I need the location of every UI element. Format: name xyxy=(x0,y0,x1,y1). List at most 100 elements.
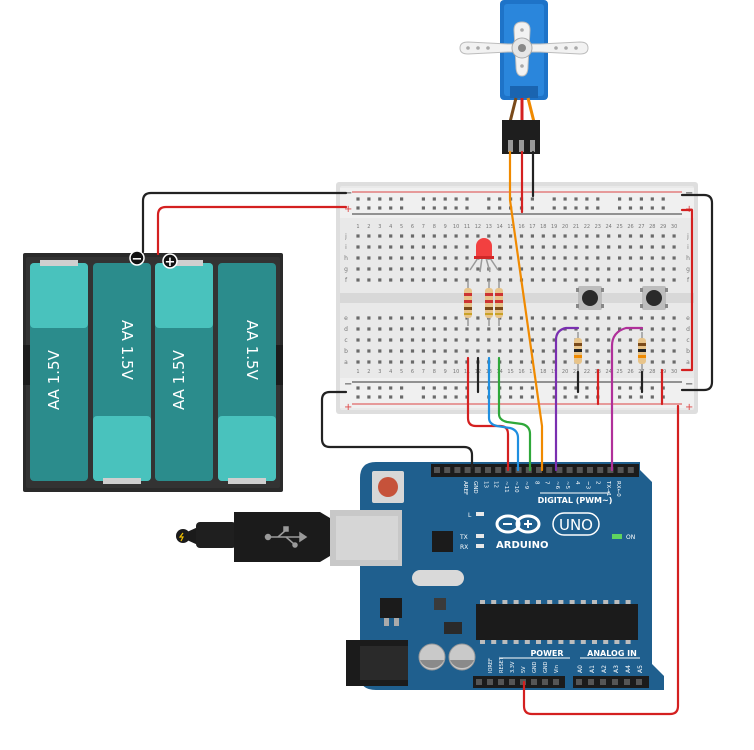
wire-battery-plus[interactable] xyxy=(156,205,348,256)
column-number: 6 xyxy=(411,369,414,375)
servo-horn[interactable] xyxy=(459,21,589,77)
battery-minus-terminal[interactable] xyxy=(129,250,145,266)
row-letter: h xyxy=(686,255,690,262)
battery-cell-4: AA 1.5V xyxy=(218,263,276,484)
breadboard-bottom-rail xyxy=(340,378,694,408)
rail-minus-bl: − xyxy=(344,379,352,390)
column-number: 26 xyxy=(627,369,633,375)
wire-rail-right-gnd[interactable] xyxy=(680,193,714,392)
column-number: 19 xyxy=(551,369,557,375)
pushbutton-2-cap[interactable] xyxy=(646,290,662,306)
resistor-led-2[interactable] xyxy=(485,280,493,326)
digital-pin-label: 2 xyxy=(595,481,601,485)
rgb-led[interactable] xyxy=(469,238,499,273)
battery-plus-terminal[interactable] xyxy=(162,253,178,269)
digital-pin-label: 4 xyxy=(574,481,580,485)
battery-cell-3: AA 1.5V xyxy=(155,260,213,481)
digital-pin-label: ~6 xyxy=(554,481,560,490)
rail-minus-tl: − xyxy=(344,188,352,199)
servo-motor[interactable] xyxy=(459,0,589,154)
column-number: 24 xyxy=(606,224,612,230)
power-pin-label: GND xyxy=(543,661,549,673)
reset-button[interactable] xyxy=(378,477,398,497)
wires[interactable] xyxy=(141,150,714,716)
wire-arduino-gnd[interactable] xyxy=(320,390,474,470)
column-number: 18 xyxy=(540,369,546,375)
column-number: 29 xyxy=(660,224,666,230)
battery-cell-2-label: AA 1.5V xyxy=(118,320,136,381)
wire-arduino-5v[interactable] xyxy=(522,404,680,716)
wire-rail-right-pwr[interactable] xyxy=(680,208,694,372)
pushbutton-1[interactable] xyxy=(576,286,604,310)
usb-cable[interactable] xyxy=(176,510,402,566)
column-number: 16 xyxy=(518,224,524,230)
column-number: 1 xyxy=(356,369,359,375)
battery-minus-label: − xyxy=(132,252,143,267)
resistor-led-3[interactable] xyxy=(495,280,503,326)
digital-pin-label: ~10 xyxy=(513,481,519,493)
rail-minus-tr: − xyxy=(685,188,693,199)
row-letter: f xyxy=(345,277,348,284)
led-label-rx: RX xyxy=(460,544,468,551)
digital-label: DIGITAL (PWM~) xyxy=(538,496,613,505)
power-led xyxy=(612,534,622,539)
row-letter: a xyxy=(344,359,348,366)
power-label: POWER xyxy=(530,649,563,658)
column-number: 26 xyxy=(627,224,633,230)
row-letter: e xyxy=(344,315,348,322)
column-number: 19 xyxy=(551,224,557,230)
column-number: 15 xyxy=(507,369,513,375)
resistor-button-2[interactable] xyxy=(638,332,646,372)
wire-battery-minus[interactable] xyxy=(141,191,348,254)
column-number: 3 xyxy=(378,224,381,230)
column-number: 5 xyxy=(400,224,403,230)
digital-pin-label: ~11 xyxy=(503,481,509,493)
wire-led-green[interactable] xyxy=(497,356,532,472)
column-number: 30 xyxy=(671,224,677,230)
row-letter: e xyxy=(686,315,690,322)
on-label: ON xyxy=(626,534,635,541)
small-chip xyxy=(434,598,446,610)
digital-pin-label: 12 xyxy=(493,481,499,488)
led-label-l: L xyxy=(468,512,472,519)
wire-led-blue[interactable] xyxy=(487,356,520,472)
atmega-chip xyxy=(476,604,638,640)
analog-label: ANALOG IN xyxy=(587,649,637,658)
brand-label: ARDUINO xyxy=(496,540,548,551)
pushbutton-2[interactable] xyxy=(640,286,668,310)
resistor-button-1[interactable] xyxy=(574,332,582,372)
row-letter: j xyxy=(344,233,347,240)
pushbutton-1-cap[interactable] xyxy=(582,290,598,306)
wire-button-2-magenta[interactable] xyxy=(610,326,644,472)
rail-minus-br: − xyxy=(685,379,693,390)
column-number: 27 xyxy=(638,224,644,230)
resistor-led-1[interactable] xyxy=(464,280,472,326)
led-rx xyxy=(476,544,484,548)
column-number: 2 xyxy=(367,224,370,230)
rgb-led-lens xyxy=(476,238,492,258)
column-number: 7 xyxy=(422,369,425,375)
column-number: 30 xyxy=(671,369,677,375)
column-number: 6 xyxy=(411,224,414,230)
power-pin-label: RESET xyxy=(499,656,505,673)
column-number: 1 xyxy=(356,224,359,230)
wire-led-red[interactable] xyxy=(466,356,510,472)
column-number: 4 xyxy=(389,224,392,230)
wire-servo-orange[interactable] xyxy=(508,150,544,472)
row-letter: d xyxy=(686,326,690,333)
column-number: 22 xyxy=(584,224,590,230)
row-letter: b xyxy=(686,348,690,355)
power-header xyxy=(473,676,565,688)
breadboard-channel xyxy=(340,293,694,303)
power-pin-label: Vin xyxy=(554,665,560,673)
power-pin-label: 5V xyxy=(521,666,527,673)
column-number: 29 xyxy=(660,369,666,375)
digital-pin-label: AREF xyxy=(462,481,468,495)
row-letter: i xyxy=(345,244,347,251)
battery-pack[interactable]: AA 1.5V AA 1.5V AA 1.5V AA 1.5V − + xyxy=(23,250,283,492)
wire-button-1-purple[interactable] xyxy=(554,326,580,472)
